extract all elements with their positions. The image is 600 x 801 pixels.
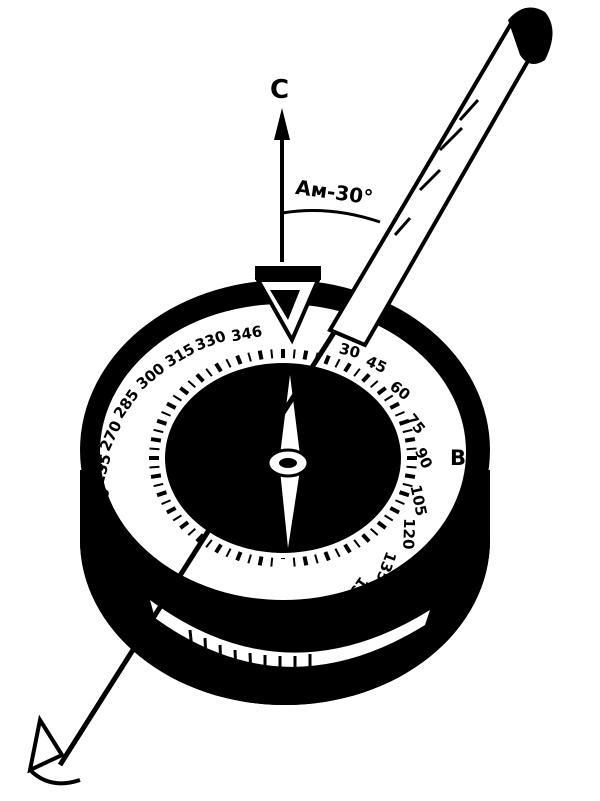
dial-tick bbox=[370, 527, 379, 536]
dial-tick bbox=[361, 533, 371, 543]
dial-tick bbox=[205, 539, 213, 548]
azimuth-arc bbox=[281, 208, 381, 224]
dial-tick bbox=[384, 514, 394, 522]
dial-tick bbox=[402, 482, 413, 488]
front-sight bbox=[254, 266, 322, 345]
dial-tick bbox=[302, 350, 309, 360]
dial-tick bbox=[153, 482, 164, 488]
dial-tick bbox=[323, 354, 331, 365]
dial-tick bbox=[406, 465, 417, 469]
dial-tick bbox=[353, 539, 361, 548]
dial-tick bbox=[235, 551, 243, 562]
dial-tick bbox=[235, 354, 243, 365]
dial-tick bbox=[292, 349, 296, 359]
dial-tick bbox=[225, 548, 232, 558]
dial-tick bbox=[195, 533, 205, 543]
scale-label: 240 bbox=[92, 488, 113, 521]
dial-tick bbox=[398, 490, 410, 498]
dial-tick bbox=[394, 411, 405, 417]
dial-tick bbox=[166, 401, 177, 410]
dial-tick bbox=[257, 350, 264, 360]
dial-tick bbox=[156, 490, 168, 498]
dial-tick bbox=[257, 556, 264, 566]
scale-label: 346 bbox=[230, 322, 264, 345]
dial-tick bbox=[187, 380, 196, 389]
dial-tick bbox=[270, 557, 274, 567]
dial-tick bbox=[156, 418, 168, 426]
west-label: З bbox=[90, 453, 105, 477]
dial-tick bbox=[376, 520, 387, 530]
dial-tick bbox=[149, 447, 160, 451]
dial-tick bbox=[214, 543, 223, 554]
dial-tick bbox=[150, 437, 162, 443]
dial-tick bbox=[161, 499, 172, 505]
dial-tick bbox=[406, 447, 417, 451]
dial-tick bbox=[389, 401, 400, 410]
dial-tick bbox=[334, 358, 341, 368]
dial-tick bbox=[402, 428, 413, 434]
dial-tick bbox=[247, 352, 252, 362]
dial-tick bbox=[179, 520, 190, 530]
dial-tick bbox=[161, 411, 172, 417]
dial-tick bbox=[323, 551, 331, 562]
dial-tick bbox=[153, 428, 164, 434]
compass-needle bbox=[266, 375, 310, 577]
dial-tick bbox=[404, 473, 416, 479]
scale-label: 120 bbox=[399, 518, 418, 550]
dial-tick bbox=[302, 556, 309, 566]
dial-tick bbox=[343, 362, 352, 373]
scale-label: 195 bbox=[266, 599, 299, 620]
north-label: С bbox=[270, 75, 289, 105]
dial-tick bbox=[179, 386, 190, 396]
dial-tick bbox=[361, 373, 371, 383]
dial-tick bbox=[389, 506, 400, 515]
dial-tick bbox=[205, 368, 213, 377]
dial-tick bbox=[343, 543, 352, 554]
dial-tick bbox=[214, 362, 223, 373]
dial-tick bbox=[384, 394, 394, 402]
dial-tick bbox=[314, 554, 319, 564]
dial-scale-top: 346 330 315 300 285 270 255 240 bbox=[89, 322, 263, 520]
north-arrow bbox=[274, 108, 290, 262]
dial-tick bbox=[376, 386, 387, 396]
dial-tick bbox=[404, 437, 416, 443]
dial-tick bbox=[187, 527, 196, 536]
east-label: В bbox=[450, 446, 466, 470]
dial-tick bbox=[149, 465, 160, 469]
dial-tick bbox=[247, 554, 252, 564]
dial-tick bbox=[394, 499, 405, 505]
dial-tick bbox=[225, 358, 232, 368]
dial-tick bbox=[398, 418, 410, 426]
scale-label: 30 bbox=[337, 339, 362, 362]
dial-tick bbox=[370, 380, 379, 389]
dial-tick bbox=[195, 373, 205, 383]
dial-tick bbox=[353, 368, 361, 377]
target-marker bbox=[27, 714, 81, 786]
sighting-line bbox=[57, 7, 553, 767]
dial-tick bbox=[270, 349, 274, 359]
azimuth-label: Aм-30° bbox=[294, 175, 375, 210]
dial-tick bbox=[292, 557, 296, 567]
dial-tick bbox=[150, 473, 162, 479]
dial-tick bbox=[334, 548, 341, 558]
dial-tick bbox=[172, 394, 182, 402]
dial-tick bbox=[166, 506, 177, 515]
dial-tick bbox=[172, 514, 182, 522]
